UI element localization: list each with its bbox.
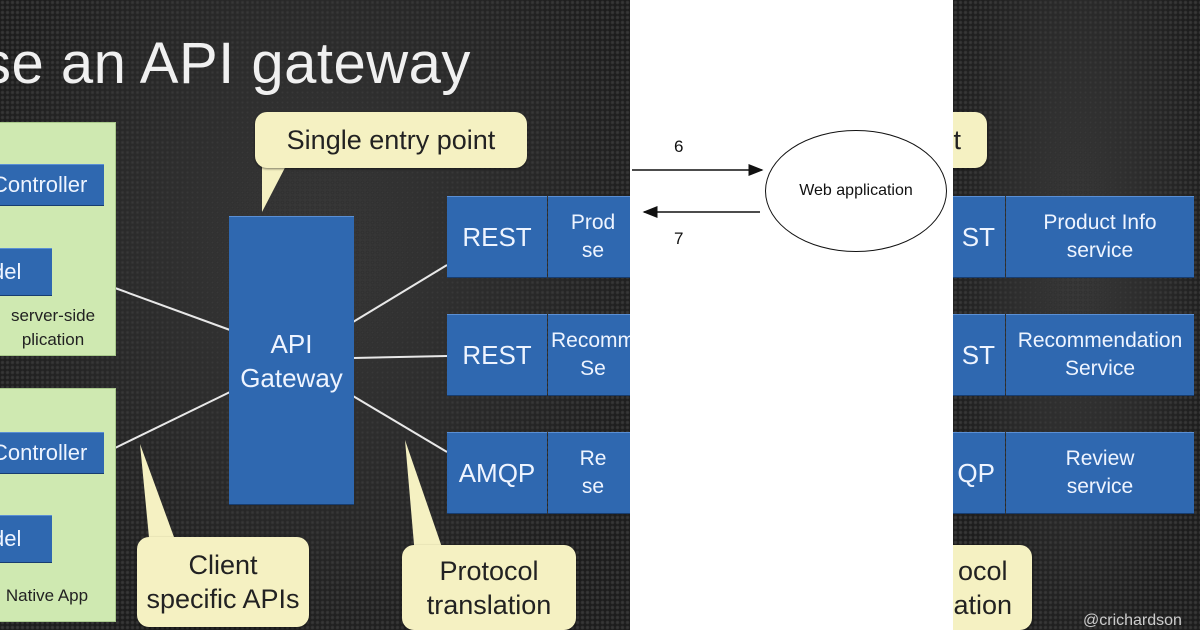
service-product-info: Product Info service: [1006, 196, 1194, 278]
step-label: 7: [674, 229, 684, 248]
slide-title: se an API gateway: [0, 31, 471, 96]
left-slide: se an API gateway Controller del server-…: [0, 0, 630, 630]
service-recommendation: Recomm Se: [548, 314, 630, 396]
author-watermark: @crichardson: [1083, 612, 1182, 629]
callout-client-specific-apis: Client specific APIs: [137, 537, 309, 627]
service-protocol-amqp: QP: [953, 432, 1005, 514]
api-gateway: API Gateway: [229, 216, 354, 505]
service-review: Review service: [1006, 432, 1194, 514]
step-label: 6: [674, 137, 684, 156]
callout-protocol-translation: Protocol translation: [402, 545, 576, 630]
client-native-app: [0, 388, 116, 622]
controller-box: Controller: [0, 432, 104, 474]
callout-tails: [140, 158, 445, 556]
client-caption: Native App: [5, 586, 89, 605]
service-protocol-rest: REST: [447, 196, 547, 278]
service-protocol-rest: REST: [447, 314, 547, 396]
service-product-info: Prod se: [548, 196, 630, 278]
controller-box: Controller: [0, 164, 104, 206]
client-server-side-app: [0, 122, 116, 356]
client-caption: server-side plication: [10, 306, 96, 349]
model-box: del: [0, 248, 52, 296]
callout-single-entry-point: Single entry point: [255, 112, 527, 168]
service-protocol-amqp: AMQP: [447, 432, 547, 514]
service-review: Re se: [548, 432, 630, 514]
sequence-diagram-panel: [630, 0, 953, 630]
right-slide: t ocol ation ST Product Info service ST …: [953, 0, 1200, 630]
service-protocol-rest: ST: [953, 314, 1005, 396]
service-protocol-rest: ST: [953, 196, 1005, 278]
callout-protocol-translation: ocol ation: [953, 545, 1032, 630]
model-box: del: [0, 515, 52, 563]
service-recommendation: Recommendation Service: [1006, 314, 1194, 396]
callout-single-entry-point: t: [953, 112, 987, 168]
web-application-node: Web application: [765, 130, 947, 252]
